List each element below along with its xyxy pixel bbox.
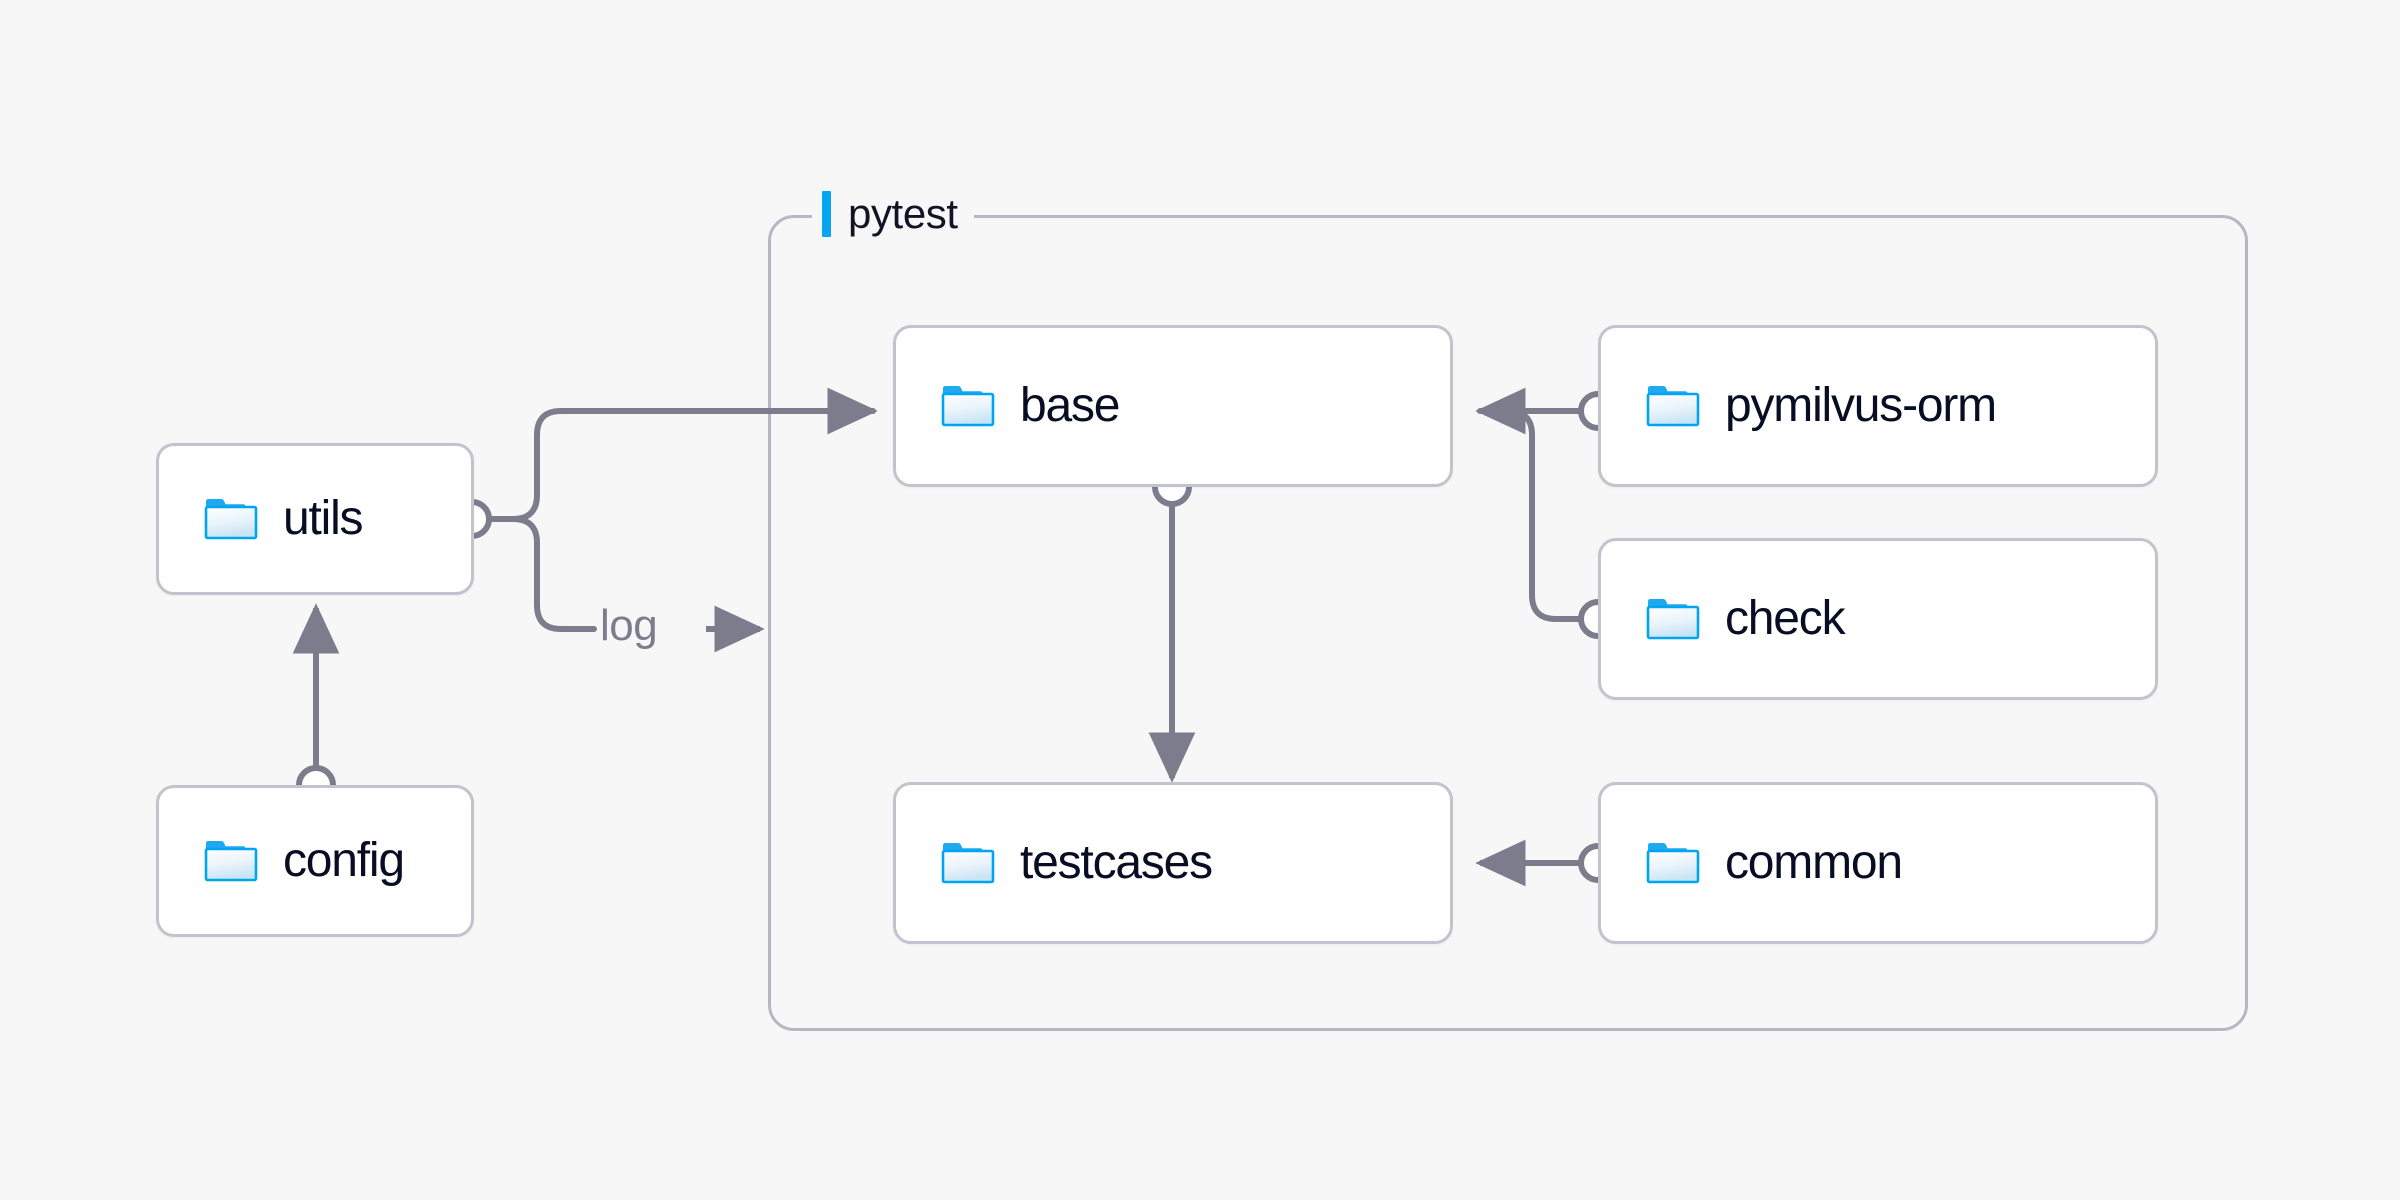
node-config-label: config: [283, 834, 405, 887]
node-common[interactable]: common: [1598, 782, 2158, 944]
node-pymilvus-orm[interactable]: pymilvus-orm: [1598, 325, 2158, 487]
folder-icon: [1646, 386, 1700, 427]
folder-icon: [204, 841, 258, 882]
node-check-label: check: [1725, 592, 1846, 645]
folder-icon: [1646, 599, 1700, 640]
folder-icon: [1646, 843, 1700, 884]
node-check[interactable]: check: [1598, 538, 2158, 700]
node-common-label: common: [1725, 836, 1903, 889]
group-pytest-label-text: pytest: [848, 190, 958, 237]
node-base[interactable]: base: [893, 325, 1453, 487]
edge-config-to-utils: [292, 603, 340, 805]
accent-bar-icon: [822, 191, 831, 237]
edge-label-log: log: [600, 601, 658, 650]
node-base-label: base: [1020, 379, 1121, 432]
node-pymilvus-orm-label: pymilvus-orm: [1725, 379, 1997, 432]
folder-icon: [941, 843, 995, 884]
node-utils[interactable]: utils: [156, 443, 474, 595]
node-testcases[interactable]: testcases: [893, 782, 1453, 944]
node-utils-label: utils: [283, 492, 364, 545]
group-pytest: [768, 215, 2248, 1031]
group-pytest-label: pytest: [812, 188, 974, 240]
folder-icon: [941, 386, 995, 427]
node-testcases-label: testcases: [1020, 836, 1213, 889]
folder-icon: [204, 499, 258, 540]
node-config[interactable]: config: [156, 785, 474, 937]
